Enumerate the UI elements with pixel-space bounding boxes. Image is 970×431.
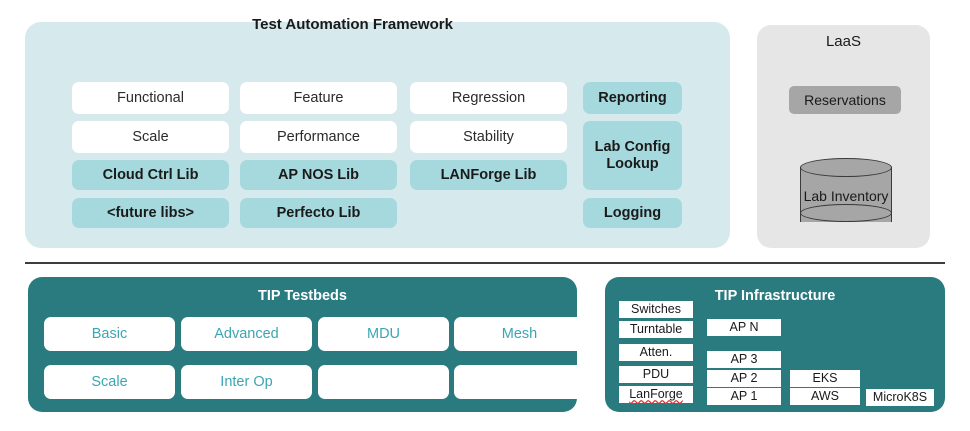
taf-item-ap-nos-lib[interactable]: AP NOS Lib [240, 160, 397, 190]
lab-inventory-database-cylinder[interactable]: Lab Inventory [800, 158, 892, 230]
cylinder-top-ellipse [800, 158, 892, 177]
infra-aws[interactable]: AWS [790, 388, 860, 405]
testbed-scale[interactable]: Scale [44, 365, 175, 399]
infra-eks[interactable]: EKS [790, 370, 860, 387]
taf-item-reporting[interactable]: Reporting [583, 82, 682, 114]
taf-item-feature[interactable]: Feature [240, 82, 397, 114]
cylinder-bottom-ellipse [800, 204, 892, 222]
testbed-mesh[interactable]: Mesh [454, 317, 585, 351]
infra-switches[interactable]: Switches [619, 301, 693, 318]
section-divider [25, 262, 945, 264]
infra-ap-2[interactable]: AP 2 [707, 370, 781, 387]
testbed-empty-2[interactable] [454, 365, 585, 399]
infra-turntable[interactable]: Turntable [619, 321, 693, 338]
taf-item-perfecto-lib[interactable]: Perfecto Lib [240, 198, 397, 228]
infra-microk8s[interactable]: MicroK8S [866, 389, 934, 406]
infra-ap-n[interactable]: AP N [707, 319, 781, 336]
infra-lanforge[interactable]: LanForge [619, 386, 693, 403]
taf-item-lab-config-lookup[interactable]: Lab Config Lookup [583, 121, 682, 190]
testbed-inter-op[interactable]: Inter Op [181, 365, 312, 399]
tip-testbeds-title: TIP Testbeds [258, 288, 347, 304]
taf-item-future-libs[interactable]: <future libs> [72, 198, 229, 228]
testbed-basic[interactable]: Basic [44, 317, 175, 351]
taf-item-lanforge-lib[interactable]: LANForge Lib [410, 160, 567, 190]
infra-ap-1[interactable]: AP 1 [707, 388, 781, 405]
laas-reservations-box[interactable]: Reservations [789, 86, 901, 114]
taf-item-cloud-ctrl-lib[interactable]: Cloud Ctrl Lib [72, 160, 229, 190]
testbed-empty-1[interactable] [318, 365, 449, 399]
infra-attenuator[interactable]: Atten. [619, 344, 693, 361]
lab-inventory-label: Lab Inventory [803, 187, 889, 204]
tip-infrastructure-title: TIP Infrastructure [714, 288, 836, 304]
laas-title: LaaS [825, 33, 862, 50]
taf-item-regression[interactable]: Regression [410, 82, 567, 114]
taf-item-scale[interactable]: Scale [72, 121, 229, 153]
taf-item-functional[interactable]: Functional [72, 82, 229, 114]
testbed-advanced[interactable]: Advanced [181, 317, 312, 351]
test-automation-framework-title: Test Automation Framework [252, 16, 453, 33]
infra-pdu[interactable]: PDU [619, 366, 693, 383]
taf-item-stability[interactable]: Stability [410, 121, 567, 153]
taf-item-logging[interactable]: Logging [583, 198, 682, 228]
taf-item-performance[interactable]: Performance [240, 121, 397, 153]
infra-ap-3[interactable]: AP 3 [707, 351, 781, 368]
testbed-mdu[interactable]: MDU [318, 317, 449, 351]
